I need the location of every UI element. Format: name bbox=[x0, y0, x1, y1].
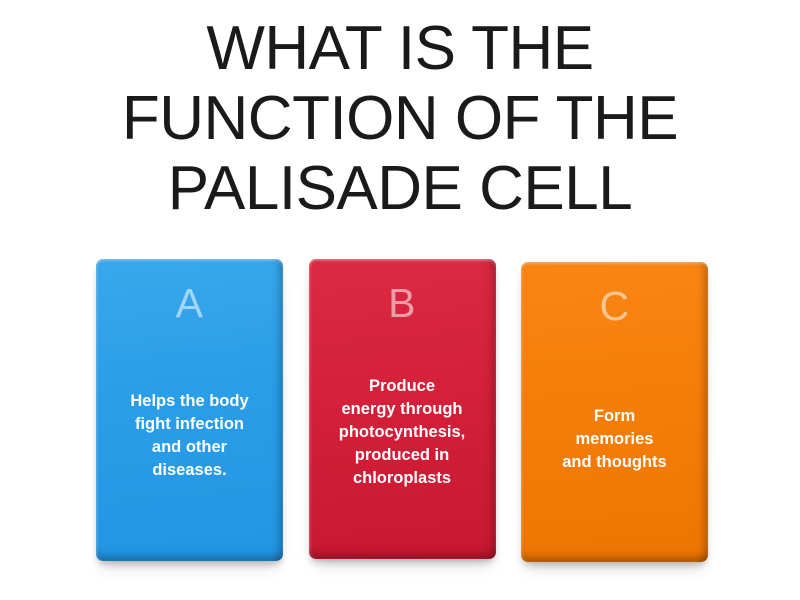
question-title-line-2: FUNCTION OF THE bbox=[121, 84, 679, 153]
answer-option-a[interactable]: A Helps the body fight infection and oth… bbox=[96, 259, 283, 561]
answer-text-container-b: Produce energy through photocynthesis, p… bbox=[318, 315, 487, 549]
answer-option-b[interactable]: B Produce energy through photocynthesis,… bbox=[308, 259, 496, 559]
question-title-line-1: WHAT IS THE bbox=[206, 14, 594, 83]
answer-text-a: Helps the body fight infection and other… bbox=[105, 390, 274, 482]
answer-b-line-1: Produce bbox=[368, 376, 436, 395]
answer-a-line-2: fight infection bbox=[134, 415, 245, 433]
answer-b-line-3: photocynthesis, bbox=[338, 422, 466, 441]
answer-text-container-a: Helps the body fight infection and other… bbox=[105, 321, 274, 551]
answer-letter-b: B bbox=[388, 280, 416, 326]
answer-text-c: Form memories and thoughts bbox=[530, 405, 699, 474]
answer-b-line-2: energy through bbox=[341, 399, 463, 418]
answer-letter-c: C bbox=[599, 283, 630, 329]
answer-text-container-c: Form memories and thoughts bbox=[530, 326, 699, 552]
answer-c-line-3: and thoughts bbox=[562, 452, 667, 471]
answer-c-line-2: memories bbox=[575, 429, 654, 448]
answer-a-line-3: and other bbox=[151, 438, 228, 456]
answer-a-line-4: diseases. bbox=[152, 461, 227, 479]
answer-options-row: A Helps the body fight infection and oth… bbox=[96, 256, 708, 568]
answer-b-line-5: chloroplasts bbox=[352, 468, 452, 487]
question-title-line-3: PALISADE CELL bbox=[167, 154, 633, 223]
answer-a-line-1: Helps the body bbox=[130, 392, 249, 410]
answer-option-c[interactable]: C Form memories and thoughts bbox=[521, 262, 708, 562]
question-title: WHAT IS THE FUNCTION OF THE PALISADE CEL… bbox=[0, 14, 800, 224]
answer-letter-a: A bbox=[175, 280, 204, 326]
answer-text-b: Produce energy through photocynthesis, p… bbox=[318, 375, 487, 490]
answer-b-line-4: produced in bbox=[354, 445, 450, 464]
answer-c-line-1: Form bbox=[593, 406, 636, 425]
